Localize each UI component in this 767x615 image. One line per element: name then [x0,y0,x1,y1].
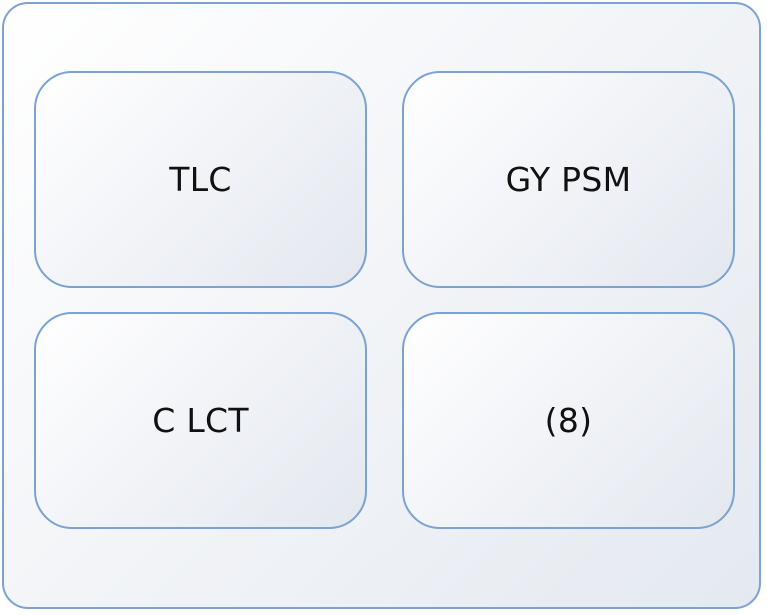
cell-bottom-right: (8) [402,312,735,529]
cell-top-right: GY PSM [402,71,735,288]
cell-label: TLC [169,160,232,199]
cell-bottom-left: C LCT [34,312,367,529]
cell-label: C LCT [152,401,249,440]
cell-top-left: TLC [34,71,367,288]
cell-label: (8) [544,401,593,440]
cell-label: GY PSM [505,160,632,199]
